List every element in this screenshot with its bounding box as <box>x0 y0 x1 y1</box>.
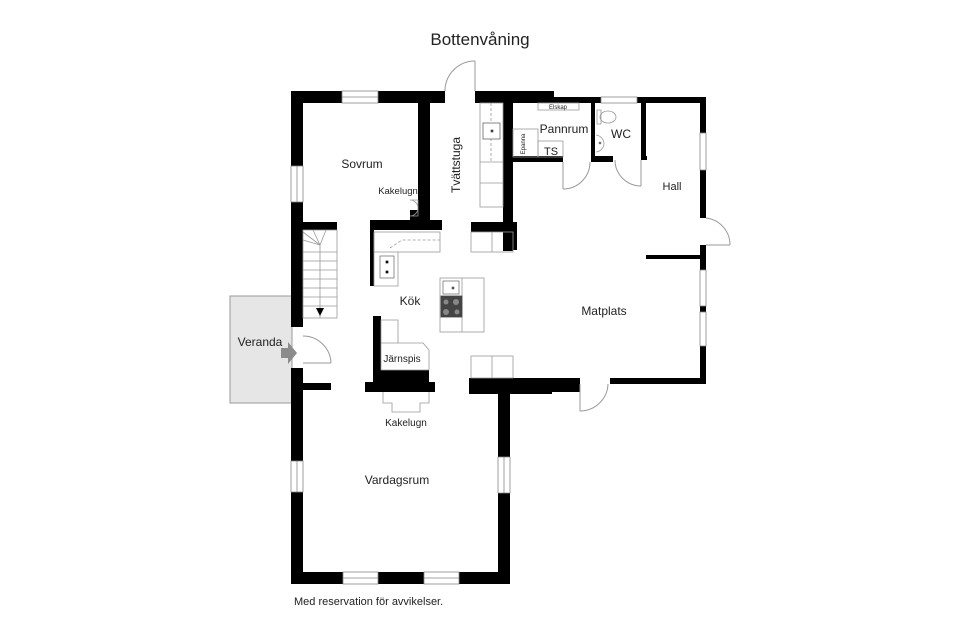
label-jarnspis: Järnspis <box>383 354 420 365</box>
label-epanna: Epanna <box>521 133 527 154</box>
label-hall: Hall <box>663 181 682 193</box>
disclaimer: Med reservation för avvikelser. <box>294 596 444 608</box>
label-wc: WC <box>611 127 631 141</box>
fixtures <box>302 102 617 413</box>
label-pannrum: Pannrum <box>540 122 589 136</box>
windows <box>290 90 707 585</box>
label-vardagsrum: Vardagsrum <box>365 473 429 487</box>
floor-title: Bottenvåning <box>430 30 530 49</box>
label-tvattstuga: Tvättstuga <box>449 137 463 193</box>
stair-arrow-icon <box>316 308 324 316</box>
label-elskap: Elskap <box>549 105 568 111</box>
label-veranda: Veranda <box>238 335 283 349</box>
label-matplats: Matplats <box>581 304 626 318</box>
label-kok: Kök <box>400 294 422 308</box>
label-kakelugn-sovrum: Kakelugn <box>378 186 418 197</box>
label-ts: TS <box>544 146 558 158</box>
walls <box>291 91 706 584</box>
room-labels: Sovrum Kakelugn Tvättstuga Pannrum Elska… <box>238 105 682 487</box>
label-kakelugn-vardagsrum: Kakelugn <box>385 418 427 429</box>
doors <box>302 60 731 412</box>
veranda <box>229 295 297 404</box>
entry-arrow-icon <box>281 342 297 364</box>
label-sovrum: Sovrum <box>341 157 382 171</box>
staircase <box>302 229 338 319</box>
